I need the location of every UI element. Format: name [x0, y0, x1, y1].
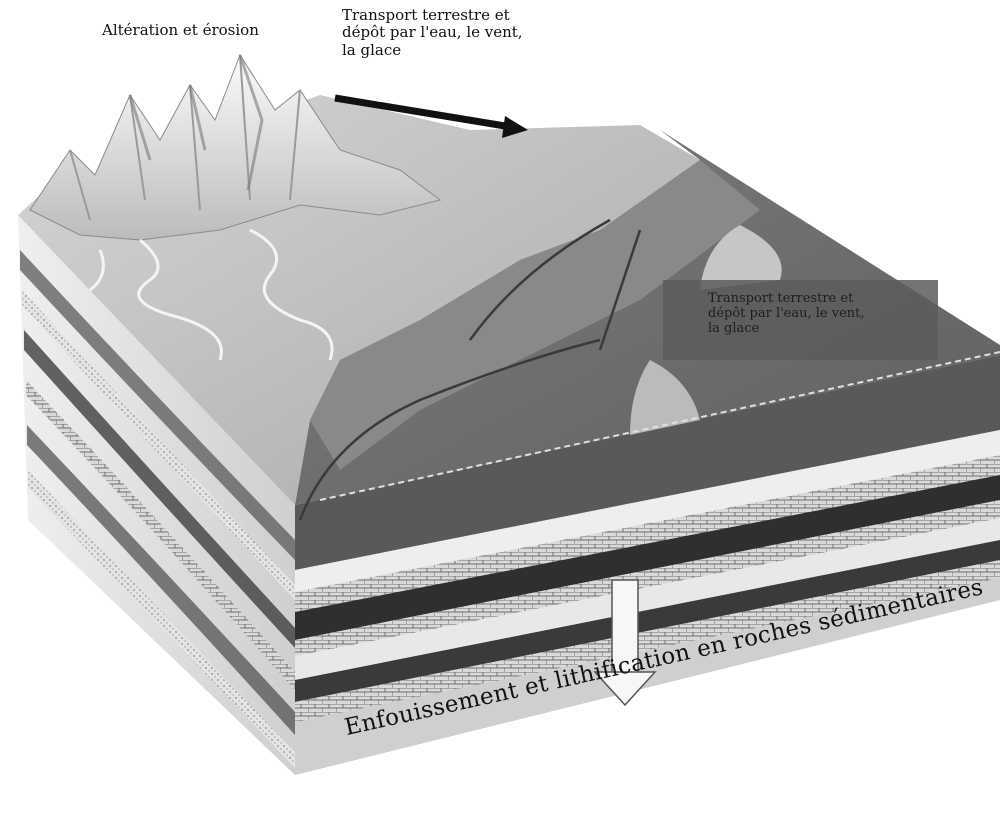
alteration-erosion-label: Altération et érosion	[102, 22, 259, 39]
transport-box-label: Transport terrestre et dépôt par l'eau, …	[708, 292, 865, 337]
transport-top-label: Transport terrestre et dépôt par l'eau, …	[342, 7, 523, 59]
